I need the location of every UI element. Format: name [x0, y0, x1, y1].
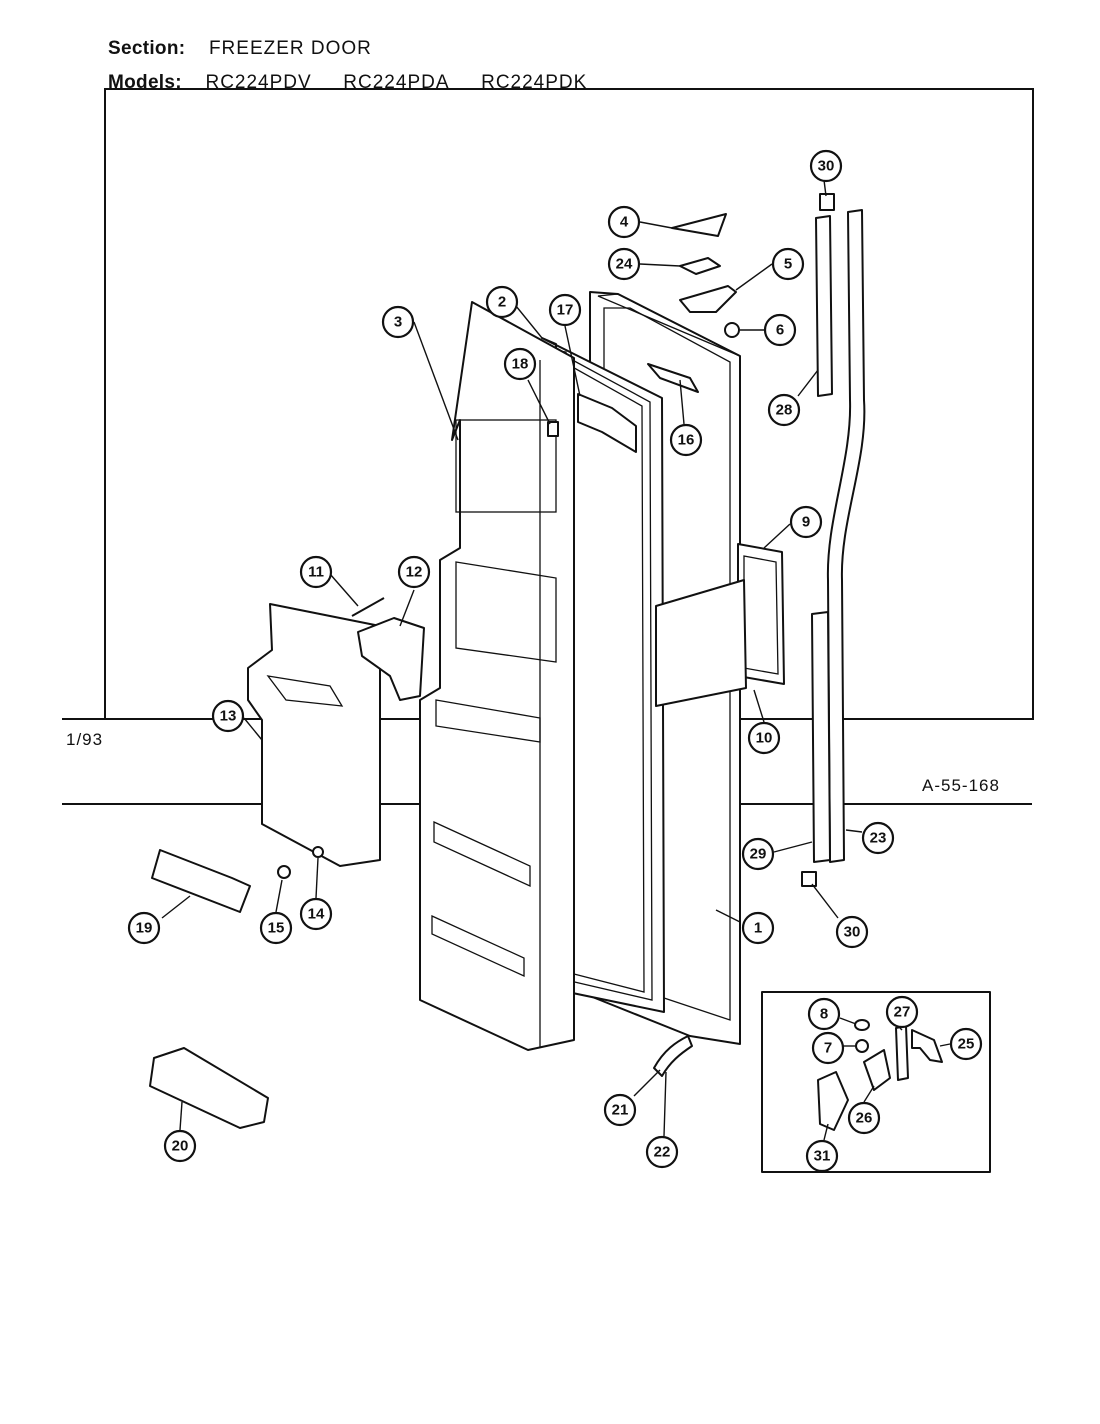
- models-header: Models: RC224PDV RC224PDA RC224PDK: [108, 72, 613, 94]
- section-header: Section: FREEZER DOOR: [108, 38, 398, 60]
- callout-7: 7: [811, 1031, 845, 1065]
- callout-24-label: 24: [616, 256, 633, 273]
- diagram-frame: [104, 88, 1034, 720]
- part-hinge-pin-21: [653, 1035, 693, 1077]
- callout-12: 12: [397, 555, 431, 589]
- callout-6: 6: [763, 313, 797, 347]
- callout-9-label: 9: [802, 514, 810, 531]
- callout-30-top-label: 30: [818, 158, 835, 175]
- models-label: Models:: [108, 72, 182, 93]
- callout-31: 31: [805, 1139, 839, 1173]
- callout-25: 25: [949, 1027, 983, 1061]
- callout-8: 8: [807, 997, 841, 1031]
- part-chute-12: [357, 617, 425, 701]
- callout-23: 23: [861, 821, 895, 855]
- callout-4: 4: [607, 205, 641, 239]
- part-cap-30-top: [819, 193, 835, 211]
- part-handle-29: [811, 611, 831, 863]
- callout-7-label: 7: [824, 1040, 832, 1057]
- callout-17-label: 17: [557, 302, 574, 319]
- part-hinge-cap-4: [671, 213, 727, 237]
- callout-11-label: 11: [308, 564, 324, 581]
- callout-5-label: 5: [784, 256, 792, 273]
- part-handle-28: [815, 215, 833, 397]
- callout-31-label: 31: [814, 1148, 831, 1165]
- callout-29-label: 29: [750, 846, 767, 863]
- callout-30-top: 30: [809, 149, 843, 183]
- callout-1: 1: [741, 911, 775, 945]
- callout-22-label: 22: [654, 1144, 671, 1161]
- callout-18-label: 18: [512, 356, 529, 373]
- inset-hinge-kit: [761, 991, 991, 1173]
- callout-16-label: 16: [678, 432, 695, 449]
- callout-2: 2: [485, 285, 519, 319]
- callout-10-label: 10: [756, 730, 773, 747]
- leader-lines: [161, 179, 951, 1141]
- part-screw-15: [277, 865, 291, 879]
- callout-3: 3: [381, 305, 415, 339]
- part-hinge-cover-16: [647, 363, 699, 393]
- callout-22: 22: [645, 1135, 679, 1169]
- callout-27-label: 27: [894, 1004, 911, 1021]
- callout-13: 13: [211, 699, 245, 733]
- callout-24: 24: [607, 247, 641, 281]
- callout-1-label: 1: [754, 920, 762, 937]
- callout-17: 17: [548, 293, 582, 327]
- part-trim-23: [826, 209, 866, 863]
- callout-15-label: 15: [268, 920, 285, 937]
- model-3: RC224PDK: [481, 72, 588, 93]
- callout-2-label: 2: [498, 294, 506, 311]
- callout-20-label: 20: [172, 1138, 189, 1155]
- part-cap-30-bottom: [801, 871, 817, 887]
- callout-25-label: 25: [958, 1036, 975, 1053]
- callout-10: 10: [747, 721, 781, 755]
- callout-16: 16: [669, 423, 703, 457]
- part-bin-20: [149, 1047, 269, 1129]
- part-panel-10: [655, 579, 747, 707]
- callout-14: 14: [299, 897, 333, 931]
- part-shim-24: [679, 257, 721, 275]
- callout-26-label: 26: [856, 1110, 873, 1127]
- callout-11: 11: [299, 555, 333, 589]
- footer-date: 1/93: [66, 730, 104, 749]
- callout-3-label: 3: [394, 314, 402, 331]
- callout-14-label: 14: [308, 906, 325, 923]
- part-hinge-5: [679, 285, 737, 313]
- part-rod-11: [351, 597, 385, 617]
- section-label: Section:: [108, 38, 186, 59]
- footer-drawing-number: A-55-168: [922, 776, 1000, 795]
- callout-5: 5: [771, 247, 805, 281]
- callout-4-label: 4: [620, 214, 629, 231]
- callout-8-label: 8: [820, 1006, 828, 1023]
- part-dispenser-housing-13: [247, 603, 381, 867]
- callout-30-bottom: 30: [835, 915, 869, 949]
- callout-6-label: 6: [776, 322, 784, 339]
- callout-21-label: 21: [612, 1102, 629, 1119]
- callout-13-label: 13: [220, 708, 237, 725]
- model-1: RC224PDV: [205, 72, 312, 93]
- part-bin-19: [151, 849, 251, 913]
- callout-29: 29: [741, 837, 775, 871]
- part-inner-door-liner: [419, 301, 575, 1051]
- callout-9: 9: [789, 505, 823, 539]
- model-2: RC224PDA: [343, 72, 450, 93]
- part-bracket-17: [547, 393, 637, 453]
- callout-19: 19: [127, 911, 161, 945]
- callout-26: 26: [847, 1101, 881, 1135]
- callout-30-bottom-label: 30: [844, 924, 861, 941]
- callout-18: 18: [503, 347, 537, 381]
- section-value: FREEZER DOOR: [208, 38, 372, 59]
- callout-12-label: 12: [406, 564, 423, 581]
- callout-19-label: 19: [136, 920, 153, 937]
- callout-20: 20: [163, 1129, 197, 1163]
- callout-15: 15: [259, 911, 293, 945]
- callout-23-label: 23: [870, 830, 887, 847]
- part-washer-14: [312, 846, 324, 858]
- callout-28-label: 28: [776, 402, 793, 419]
- part-bushing-6: [724, 322, 740, 338]
- callout-21: 21: [603, 1093, 637, 1127]
- callout-27: 27: [885, 995, 919, 1029]
- callout-28: 28: [767, 393, 801, 427]
